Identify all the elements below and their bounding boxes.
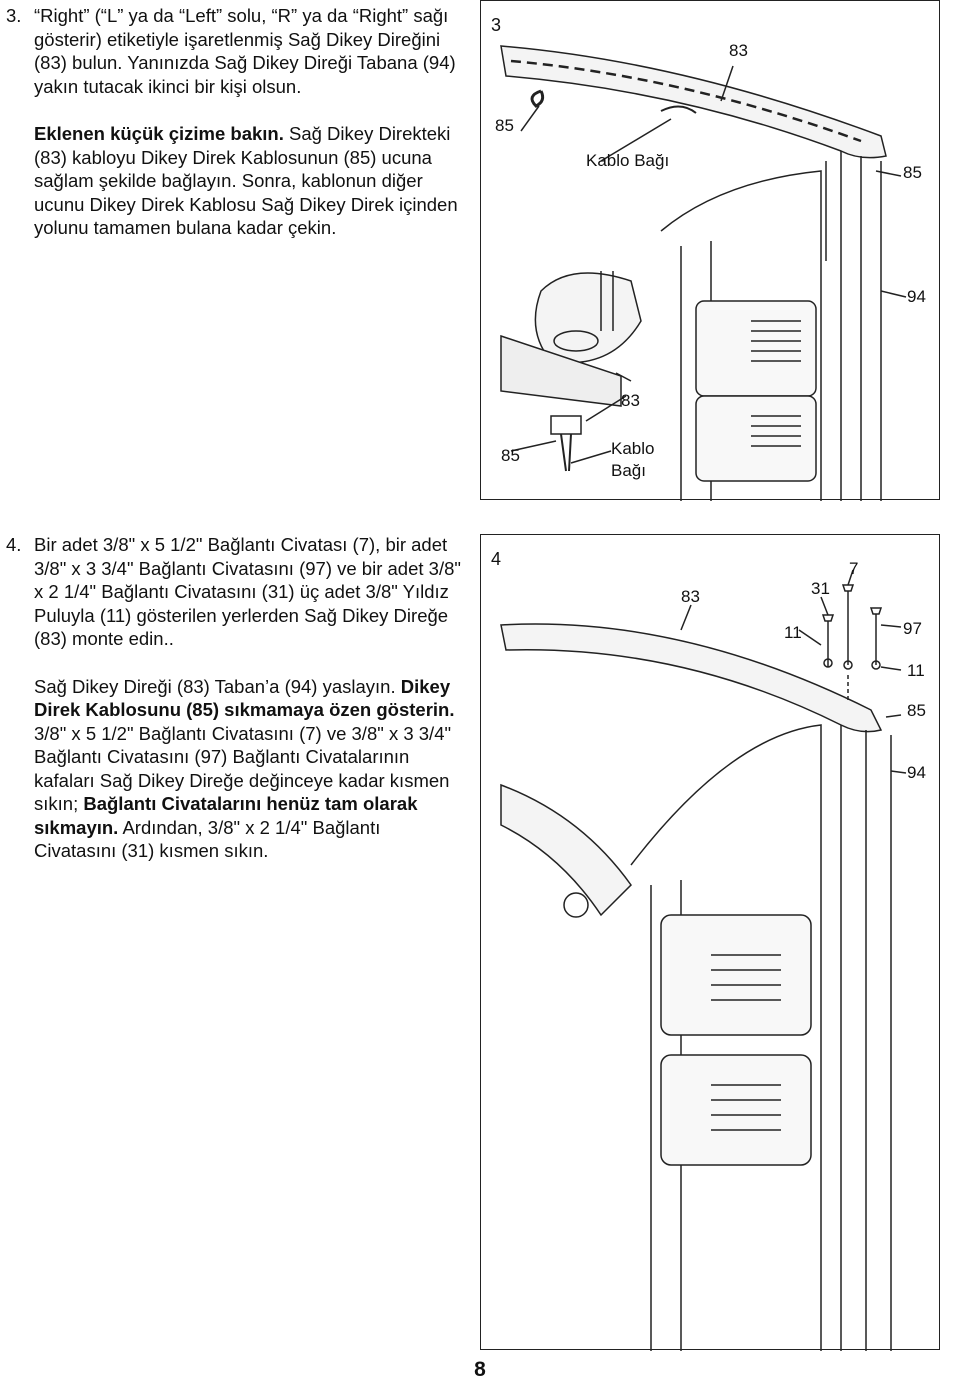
page-number: 8: [474, 1358, 486, 1381]
step-3-number: 3.: [6, 5, 22, 26]
figure-3-drawing: [500, 45, 907, 501]
step-4-paragraph-2: Sağ Dikey Direği (83) Taban’a (94) yasla…: [6, 675, 466, 863]
label-85-left: 85: [495, 116, 514, 135]
label-85-right: 85: [903, 163, 922, 182]
label-cable-tie-inset-1: Kablo: [611, 439, 655, 458]
figure-4: 4 83 7 31 11 97 11 85 94: [480, 534, 940, 1351]
label-31: 31: [811, 579, 830, 598]
step-4-text-c: 3/8" x 5 1/2" Bağlantı Civatasını (7) ve…: [34, 722, 452, 815]
step-4-paragraph-1: Bir adet 3/8" x 5 1/2" Bağlantı Civatası…: [34, 534, 461, 649]
figure-3: 3 83 85 Kablo Bağı 85 94 83 85 Kablo Bağ…: [480, 0, 940, 501]
figure-4-number: 4: [491, 549, 502, 569]
step-3-paragraph-2: Eklenen küçük çizime bakın. Sağ Dikey Di…: [6, 122, 466, 240]
label-11-right: 11: [907, 661, 925, 680]
step-4-instructions: 4. Bir adet 3/8" x 5 1/2" Bağlantı Civat…: [6, 533, 466, 863]
step-4-text-a: Sağ Dikey Direği (83) Taban’a (94) yasla…: [34, 675, 401, 697]
label-7: 7: [849, 559, 859, 578]
label-83: 83: [681, 587, 700, 606]
label-85: 85: [907, 701, 926, 720]
step-4-warning-bold: Dikey Direk Kablosunu (85) sıkmamaya öze…: [34, 675, 455, 721]
label-83-inset: 83: [621, 391, 640, 410]
step-3-note-bold: Eklenen küçük çizime bakın.: [34, 123, 284, 144]
step-3-paragraph-1: “Right” (“L” ya da “Left” solu, “R” ya d…: [34, 5, 456, 97]
label-94: 94: [907, 287, 926, 306]
label-11-left: 11: [784, 623, 802, 642]
label-cable-tie-inset-2: Bağı: [611, 461, 646, 480]
step-4-number: 4.: [6, 534, 22, 555]
label-cable-tie-top: Kablo Bağı: [586, 151, 670, 170]
figure-4-drawing: [500, 569, 907, 1351]
step-3-note-text: Sağ Dikey Direkteki (83) kabloyu Dikey D…: [34, 123, 458, 238]
step-4-text-e: Ardından, 3/8" x 2 1/4" Bağlantı Civatas…: [34, 816, 381, 862]
figure-3-number: 3: [491, 15, 502, 35]
step-4-caution-bold: Bağlantı Civatalarını henüz tam olarak s…: [34, 793, 418, 838]
label-97: 97: [903, 619, 922, 638]
step-3-instructions: 3. “Right” (“L” ya da “Left” solu, “R” y…: [6, 4, 466, 240]
label-83-top: 83: [729, 41, 748, 60]
label-85-inset: 85: [501, 446, 520, 465]
label-94: 94: [907, 763, 926, 782]
